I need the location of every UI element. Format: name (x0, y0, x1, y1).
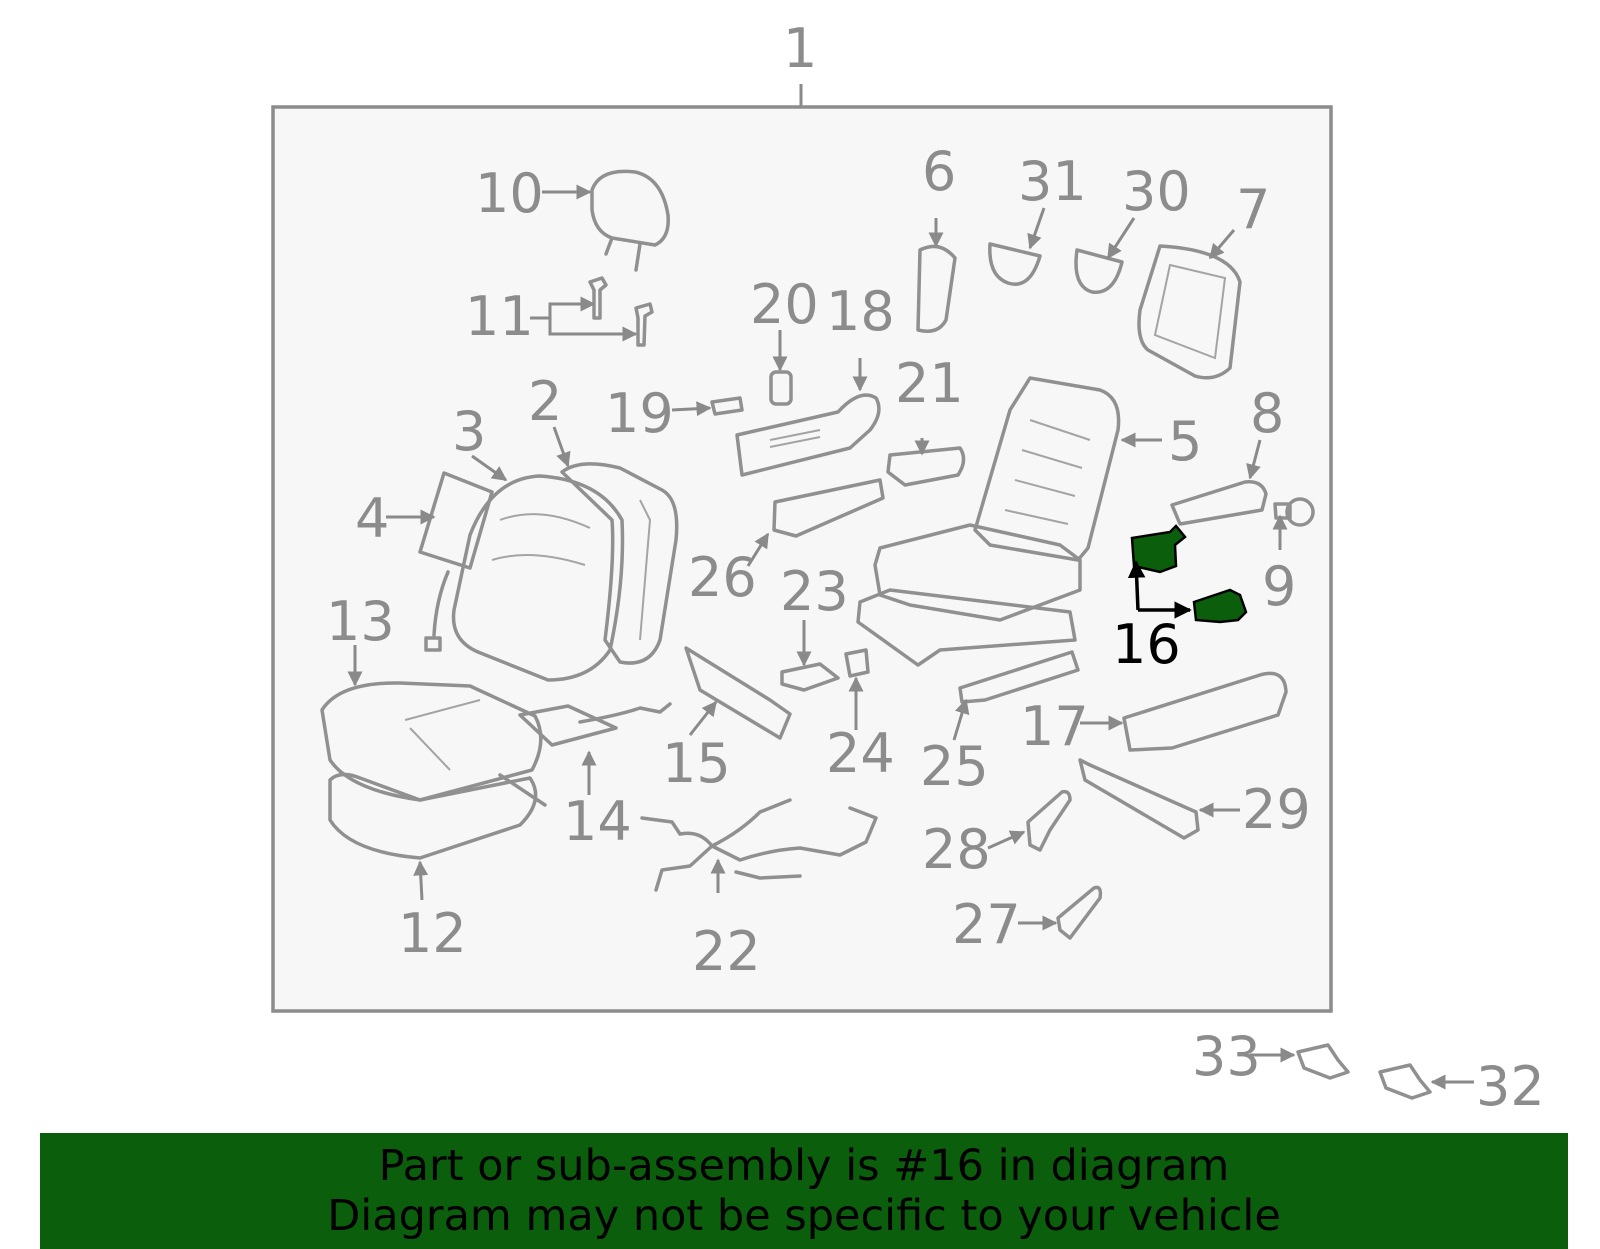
part-28-bracket (1026, 789, 1072, 852)
part-13-seat-cushion-cover (320, 681, 543, 802)
label-23: 23 (780, 560, 849, 623)
part-3-seatback-cushion (451, 474, 625, 682)
part-30-bracket (1074, 248, 1124, 294)
label-3: 3 (452, 400, 486, 463)
part-27-bracket (1056, 885, 1103, 940)
label-15: 15 (662, 732, 731, 795)
label-10: 10 (475, 162, 544, 225)
callout-labels: 1 2 3 4 5 6 7 8 9 10 11 12 13 14 15 16 1… (326, 17, 1545, 1118)
label-1: 1 (783, 17, 817, 80)
label-14: 14 (563, 790, 632, 853)
label-9: 9 (1262, 555, 1296, 618)
part-9-knob (1273, 497, 1315, 527)
part-10-headrest (590, 169, 670, 272)
part-15-cover (684, 646, 792, 740)
label-30: 30 (1122, 160, 1191, 223)
part-24-bracket (844, 648, 870, 678)
part-5-seat-frame (856, 376, 1121, 667)
label-7: 7 (1236, 178, 1270, 241)
label-20: 20 (750, 273, 819, 336)
label-19: 19 (605, 382, 674, 445)
part-14-heater-pad (518, 702, 672, 747)
label-29: 29 (1242, 778, 1311, 841)
part-2-seatback-cover (560, 462, 679, 665)
label-17: 17 (1020, 695, 1089, 758)
label-26: 26 (688, 546, 757, 609)
label-21: 21 (895, 352, 964, 415)
label-6: 6 (922, 140, 956, 203)
label-27: 27 (952, 893, 1021, 956)
part-31-bracket (988, 242, 1042, 286)
part-19-switch (710, 396, 744, 416)
label-32: 32 (1476, 1055, 1545, 1118)
label-25: 25 (920, 735, 989, 798)
part-26-rail-cover (772, 478, 885, 538)
banner-line-disclaimer: Diagram may not be specific to your vehi… (327, 1191, 1281, 1241)
label-12: 12 (398, 902, 467, 965)
part-8-trim (1170, 480, 1268, 526)
label-4: 4 (355, 487, 389, 550)
banner-line-part-number: Part or sub-assembly is #16 in diagram (378, 1141, 1230, 1191)
part-21-motor (886, 446, 966, 487)
label-11: 11 (465, 285, 534, 348)
label-5: 5 (1168, 410, 1202, 473)
label-22: 22 (692, 920, 761, 983)
label-31: 31 (1018, 150, 1087, 213)
info-banner: Part or sub-assembly is #16 in diagram D… (40, 1133, 1568, 1249)
part-11-headrest-guides (588, 276, 654, 347)
label-2: 2 (528, 370, 562, 433)
leader-lines (347, 184, 1474, 1090)
part-33-clip (1296, 1043, 1350, 1080)
part-32-clip (1378, 1063, 1432, 1100)
label-16-highlighted: 16 (1112, 613, 1181, 676)
part-18-side-shield (735, 393, 881, 477)
label-24: 24 (826, 722, 895, 785)
part-17-shield (1122, 671, 1288, 752)
label-18: 18 (826, 280, 895, 343)
label-8: 8 (1250, 382, 1284, 445)
part-29-rail-cover (1078, 758, 1200, 840)
label-33: 33 (1192, 1025, 1261, 1088)
part-23-module (780, 662, 840, 692)
label-13: 13 (326, 590, 395, 653)
label-28: 28 (922, 818, 991, 881)
part-12-seat-cushion-pad (328, 772, 547, 860)
part-4-seatback-pad (418, 471, 494, 652)
part-20-knob (769, 370, 793, 406)
part-22-wire-harness (640, 798, 878, 892)
